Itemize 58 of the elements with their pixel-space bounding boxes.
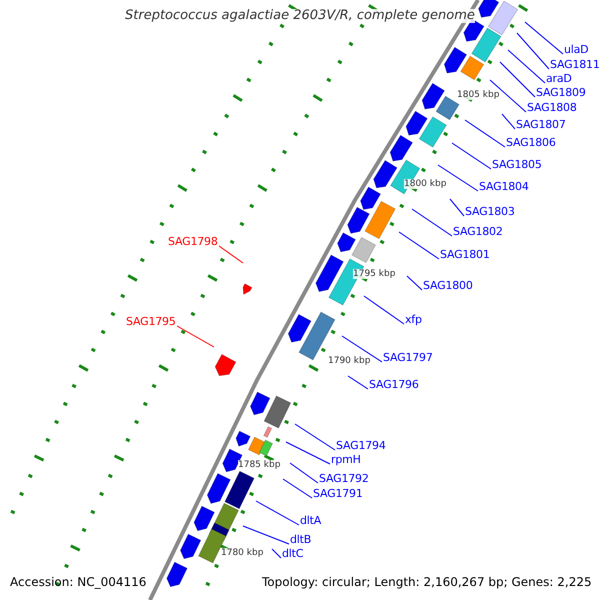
leader-line bbox=[516, 32, 550, 70]
leader-line bbox=[464, 120, 506, 148]
gene-label: SAG1804 bbox=[479, 180, 529, 194]
leader-line bbox=[286, 442, 330, 464]
gene-label: SAG1809 bbox=[536, 86, 586, 100]
gene-label: SAG1796 bbox=[369, 378, 419, 392]
leader-line bbox=[412, 208, 452, 236]
gene-label: SAG1794 bbox=[336, 439, 386, 453]
gene-label: SAG1797 bbox=[383, 351, 433, 365]
leader-line bbox=[490, 80, 526, 112]
position-label: 1780 kbp bbox=[221, 548, 264, 558]
position-label: 1790 kbp bbox=[328, 356, 370, 366]
gene-label: SAG1811 bbox=[550, 58, 600, 72]
leader-line bbox=[290, 462, 318, 484]
leader-line bbox=[398, 232, 440, 260]
title: Streptococcus agalactiae 2603V/R, complete genome bbox=[125, 9, 475, 23]
gene-label: SAG1803 bbox=[465, 205, 515, 219]
gene-label: araD bbox=[546, 72, 572, 86]
leader-line bbox=[406, 276, 422, 290]
leader-line bbox=[294, 424, 336, 450]
gene-label: SAG1798 bbox=[168, 235, 218, 249]
gene-label: SAG1792 bbox=[319, 472, 369, 486]
leader-line bbox=[242, 526, 290, 544]
gene-label: SAG1808 bbox=[527, 101, 577, 115]
leader-line bbox=[524, 22, 564, 54]
gene-label: dltA bbox=[300, 514, 322, 528]
gene-label: SAG1801 bbox=[440, 248, 490, 262]
leader-line bbox=[438, 164, 478, 192]
accession-text: Accession: NC_004116 bbox=[10, 575, 146, 589]
leader-line bbox=[364, 296, 404, 324]
gene-label: SAG1802 bbox=[453, 225, 503, 239]
position-label: 1805 kbp bbox=[457, 90, 500, 100]
gene-label: SAG1791 bbox=[313, 487, 363, 501]
leader-line bbox=[502, 114, 516, 130]
gene-label: dltB bbox=[290, 533, 312, 547]
leader-line bbox=[272, 548, 282, 558]
leader-line bbox=[348, 376, 368, 390]
leader-line bbox=[500, 62, 536, 98]
leader-line bbox=[282, 478, 312, 498]
position-label: 1800 kbp bbox=[404, 179, 446, 189]
gene-label: dltC bbox=[282, 547, 304, 561]
gene-label: xfp bbox=[405, 313, 422, 327]
position-label: 1785 kbp bbox=[238, 460, 280, 470]
leader-line bbox=[450, 198, 464, 216]
leader-line bbox=[508, 50, 546, 84]
leader-line bbox=[342, 336, 382, 362]
leader-line bbox=[256, 500, 300, 526]
gene-label: rpmH bbox=[331, 453, 361, 467]
gene-label: SAG1805 bbox=[492, 158, 542, 172]
leader-line bbox=[176, 326, 214, 348]
leader-line bbox=[452, 142, 492, 170]
gene-label: SAG1795 bbox=[126, 315, 176, 329]
gene-label: SAG1806 bbox=[506, 136, 556, 150]
position-label: 1795 kbp bbox=[353, 269, 396, 279]
gene-label: SAG1807 bbox=[516, 118, 566, 132]
gene-label: ulaD bbox=[564, 43, 588, 57]
gene-label: SAG1800 bbox=[423, 279, 473, 293]
genome-info-text: Topology: circular; Length: 2,160,267 bp; Genes: 2,225 bbox=[262, 575, 592, 589]
